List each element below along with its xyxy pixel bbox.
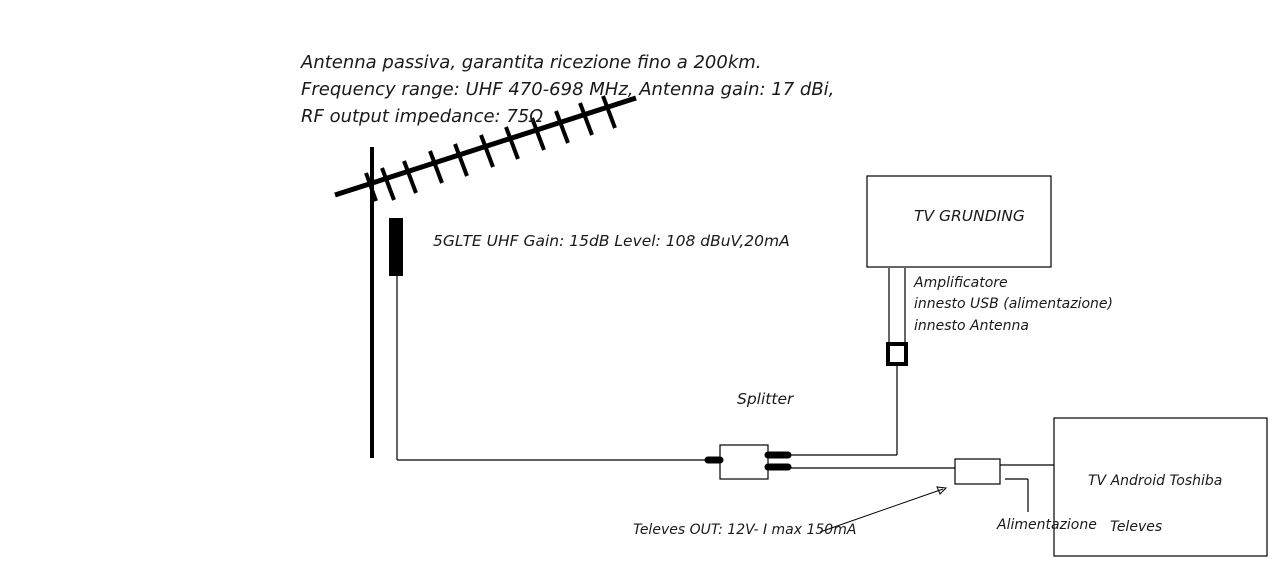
antenna-element bbox=[402, 160, 418, 194]
antenna-element bbox=[578, 102, 594, 136]
splitter-box bbox=[719, 444, 769, 480]
tv-grunding-box bbox=[866, 175, 1052, 268]
tv-grunding-label: TV GRUNDING bbox=[914, 207, 1025, 225]
antenna-element bbox=[530, 117, 546, 151]
antenna-elements bbox=[364, 95, 617, 202]
antenna-element bbox=[504, 126, 520, 160]
antenna-element bbox=[380, 167, 396, 201]
televes-name-label: Televes bbox=[1110, 519, 1163, 535]
amplifier-label-line-1: Amplificatore bbox=[914, 275, 1008, 291]
antenna-spec-line-2: Frequency range: UHF 470-698 MHz, Antenn… bbox=[301, 79, 835, 100]
antenna-element bbox=[428, 150, 444, 184]
antenna-element bbox=[479, 134, 495, 168]
preamp-block bbox=[389, 218, 403, 276]
televes-power-label: Alimentazione bbox=[997, 517, 1097, 533]
amplifier-label-line-2: innesto USB (alimentazione) bbox=[914, 296, 1114, 312]
televes-out-label: Televes OUT: 12V- I max 150mA bbox=[633, 522, 857, 538]
amplifier-label-line-3: innesto Antenna bbox=[914, 318, 1029, 334]
antenna-element bbox=[453, 143, 469, 177]
antenna-spec-line-3: RF output impedance: 75Ω bbox=[301, 106, 543, 127]
antenna-element bbox=[554, 110, 570, 144]
tv-toshiba-box bbox=[1053, 417, 1268, 557]
televes-box bbox=[954, 458, 1001, 485]
annotation-arrowhead bbox=[936, 486, 948, 495]
antenna-element bbox=[364, 172, 378, 202]
preamp-label: 5GLTE UHF Gain: 15dB Level: 108 dBuV,20m… bbox=[433, 232, 790, 250]
splitter-label: Splitter bbox=[737, 390, 794, 408]
tv-toshiba-label: TV Android Toshiba bbox=[1088, 473, 1223, 489]
annotation-arrow-line bbox=[819, 488, 944, 533]
amplifier-plug bbox=[886, 342, 908, 366]
antenna-spec-line-1: Antenna passiva, garantita ricezione fin… bbox=[301, 52, 762, 73]
antenna-element bbox=[601, 95, 617, 129]
